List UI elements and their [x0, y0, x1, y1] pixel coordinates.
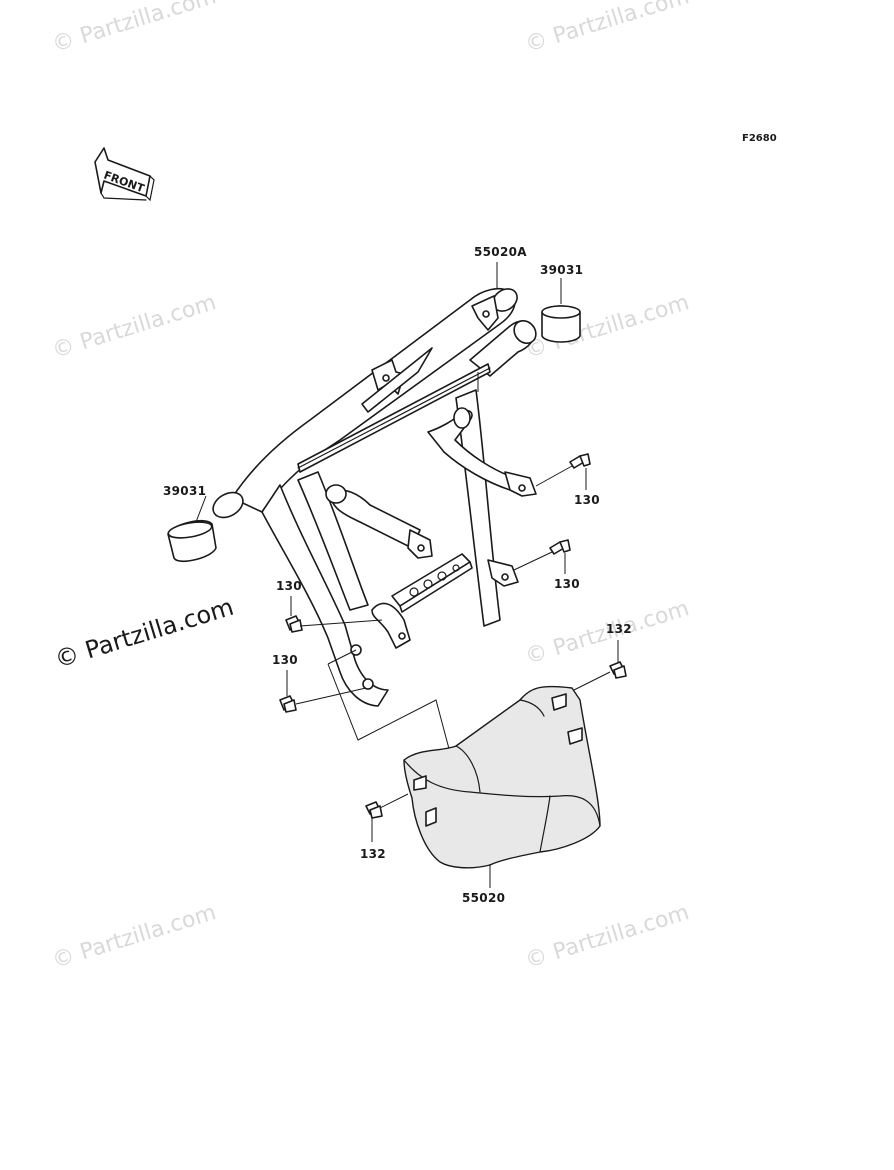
bolt-130-mid-right — [513, 539, 571, 574]
bolt-130-upper-right — [535, 453, 591, 490]
part-label-130-mid-left: 130 — [276, 579, 302, 593]
watermark: © Partzilla.com — [522, 900, 692, 974]
watermark: © Partzilla.com — [49, 290, 219, 364]
watermark: © Partzilla.com — [49, 0, 219, 58]
watermark: © Partzilla.com — [49, 900, 219, 974]
watermark-main: © Partzilla.com — [52, 593, 237, 674]
watermark: © Partzilla.com — [522, 0, 692, 58]
frame-55020a — [212, 262, 537, 707]
bolt-132-left — [365, 793, 409, 842]
part-label-130-upper-right: 130 — [574, 493, 600, 507]
part-label-39031-left: 39031 — [163, 484, 206, 498]
bolt-132-right — [573, 640, 627, 691]
part-label-39031-right: 39031 — [540, 263, 583, 277]
bolt-130-mid-left — [285, 596, 383, 633]
part-label-130-mid-right: 130 — [554, 577, 580, 591]
bolt-130-lower-left — [279, 670, 367, 713]
cap-right — [541, 278, 581, 343]
part-label-55020a: 55020A — [474, 245, 527, 259]
part-label-132-left: 132 — [360, 847, 386, 861]
figure-code: F2680 — [742, 133, 777, 144]
part-label-130-lower-left: 130 — [272, 653, 298, 667]
reference-outline — [327, 649, 453, 761]
cover-55020 — [403, 685, 601, 888]
cap-left — [167, 495, 217, 563]
part-label-55020: 55020 — [462, 891, 505, 905]
part-label-132-right: 132 — [606, 622, 632, 636]
front-arrow-icon: FRONT — [94, 147, 155, 202]
